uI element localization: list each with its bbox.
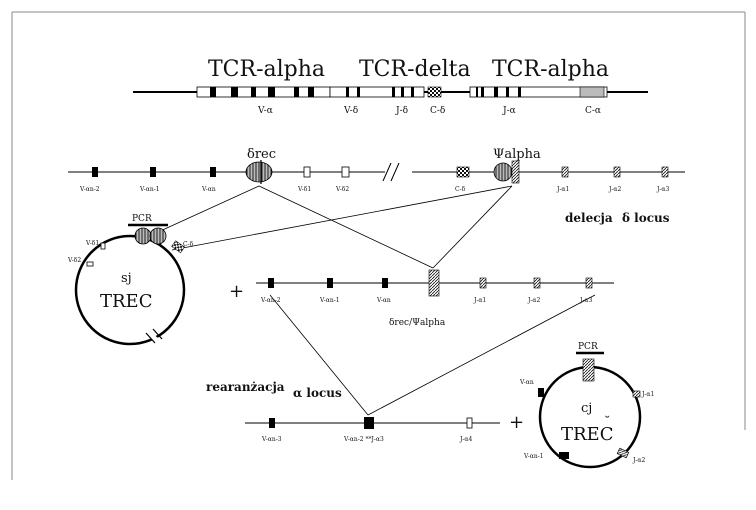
- caption-delta-rec-psi-alpha: δrec/Ψalpha: [389, 318, 446, 328]
- caption-delta-locus: δ locus: [622, 211, 670, 225]
- cj-breve-mark: ˘: [604, 415, 611, 430]
- header-tcr-alpha-left: TCR-alpha: [208, 57, 325, 82]
- sj-label-v-d2: V-δ2: [67, 257, 81, 264]
- cj-trec-circle: PCR cj TREC ˘ V-αn V-αn-1 J-α1 J-α2: [519, 342, 654, 469]
- label-v-alpha: V-α: [257, 106, 273, 116]
- caption-rearanzacja: rearanżacja: [206, 380, 285, 394]
- caption-alpha-locus: α locus: [293, 386, 342, 400]
- label-j-a1: J-α1: [556, 186, 569, 193]
- label-j-delta: J-δ: [395, 106, 408, 116]
- cj-label-v-an-1: V-αn-1: [523, 453, 544, 460]
- cj-pcr-label: PCR: [578, 342, 598, 352]
- label-v-an-2: V-αn-2: [79, 186, 100, 193]
- sj-trec-label: TREC: [100, 291, 152, 312]
- l3-label-j-a1: J-α1: [473, 297, 486, 304]
- label-j-a2: J-α2: [608, 186, 621, 193]
- sj-pcr-label: PCR: [132, 214, 152, 224]
- label-v-delta: V-δ: [343, 106, 358, 116]
- psi-alpha-element: [493, 160, 520, 184]
- label-c-alpha: C-α: [585, 106, 601, 116]
- l3-label-j-a3: J-α3: [579, 297, 592, 304]
- frame-lines: [11, 11, 746, 480]
- plus-sign-2: +: [509, 412, 524, 433]
- label-j-alpha: J-α: [502, 106, 516, 116]
- caption-delecja: delecja: [565, 211, 613, 225]
- l4-label-j-a4: J-α4: [459, 436, 472, 443]
- header-tcr-alpha-right: TCR-alpha: [492, 57, 609, 82]
- sj-label-c-d: C-δ: [183, 241, 194, 248]
- cj-trec-label: TREC: [561, 424, 613, 445]
- label-c-d: C-δ: [455, 186, 466, 193]
- sj-label-v-d1: V-δ1: [85, 240, 99, 247]
- l3-label-j-a2: J-α2: [527, 297, 540, 304]
- cj-label: cj: [581, 401, 592, 416]
- locus-2: δrec Ψalpha V-αn-2 V-αn-1 V-αn V-δ1 V-δ2…: [68, 147, 685, 225]
- label-v-d1: V-δ1: [297, 186, 311, 193]
- delta-rec-element: [245, 160, 273, 184]
- cj-label-j-a1: J-α1: [641, 391, 654, 398]
- label-v-an-1: V-αn-1: [139, 186, 160, 193]
- top-locus: TCR-alpha TCR-delta TCR-alpha V-α V-δ J-…: [133, 57, 648, 116]
- cj-label-j-a2: J-α2: [632, 457, 645, 464]
- label-j-a3: J-α3: [656, 186, 669, 193]
- label-v-d2: V-δ2: [335, 186, 349, 193]
- l4-label-v-an-3: V-αn-3: [261, 436, 282, 443]
- locus-4: rearanżacja α locus V-αn-3 V-αn-2 **J-α3…: [206, 380, 500, 443]
- l3-label-v-an-1: V-αn-1: [319, 297, 340, 304]
- sj-trec-circle: PCR sj TREC V-δ1 V-δ2 C-δ: [67, 214, 194, 347]
- header-tcr-delta: TCR-delta: [359, 57, 471, 82]
- label-c-delta: C-δ: [430, 106, 445, 116]
- l3-label-v-an-2: V-αn-2: [260, 297, 281, 304]
- l4-label-v-an-2-j-a3: V-αn-2 **J-α3: [343, 436, 384, 443]
- label-v-an: V-αn: [201, 186, 216, 193]
- label-delta-rec: δrec: [247, 147, 276, 162]
- cj-label-v-an: V-αn: [519, 379, 534, 386]
- label-psi-alpha: Ψalpha: [493, 147, 541, 162]
- l3-label-v-an: V-αn: [376, 297, 391, 304]
- locus-3: V-αn-2 V-αn-1 V-αn J-α1 J-α2 J-α3 δrec/Ψ…: [256, 269, 614, 328]
- connector-lines: [144, 185, 596, 416]
- sj-label: sj: [121, 271, 132, 286]
- plus-sign-1: +: [229, 281, 244, 302]
